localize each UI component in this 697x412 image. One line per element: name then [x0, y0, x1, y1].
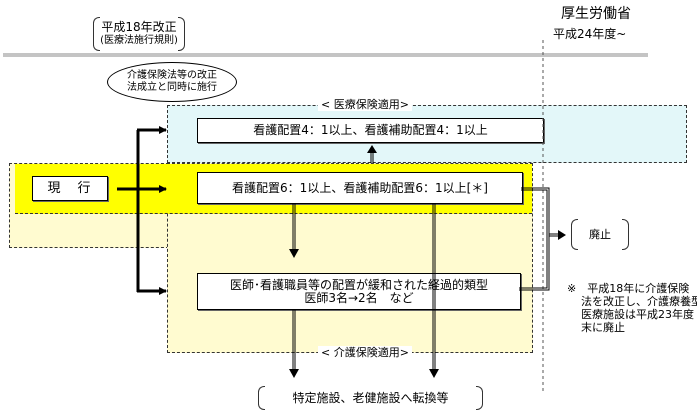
footnote-line4: 末に廃止 [581, 321, 625, 334]
transitional-type-box: 医師･看護職員等の配置が緩和された経過的類型 医師3名→2名 など [197, 273, 521, 310]
conversion-bracket: 特定施設、老健施設へ転換等 [258, 386, 483, 410]
nurse-ratio-4to1-box: 看護配置4：1以上、看護補助配置4：1以上 [197, 118, 544, 143]
footnote-line2: 法を改正し、介護療養型 [581, 295, 697, 308]
revision-bracket: 平成18年改正 (医療法施行規則) [93, 17, 185, 51]
arrow-up-to-4to1 [367, 145, 377, 163]
footnote-line3: 医療施設は平成23年度 [581, 308, 694, 321]
abolish-label: 廃止 [589, 228, 611, 241]
bracket-left [258, 386, 265, 410]
current-box: 現 行 [32, 176, 108, 201]
ministry-label: 厚生労働省 [561, 6, 631, 22]
header-divider [3, 53, 648, 57]
bracket-left [93, 17, 100, 51]
ellipse-line1: 介護保険法等の改正 [127, 70, 217, 81]
medical-insurance-label: < 医療保険適用> [318, 98, 412, 111]
care-insurance-label: < 介護保険適用> [318, 346, 412, 359]
transitional-line2: 医師3名→2名 など [304, 290, 414, 305]
footnote-line1: ※ 平成18年に介護保険 [567, 282, 690, 295]
revision-title: 平成18年改正 [101, 20, 177, 34]
nurse-ratio-6to1-box: 看護配置6：1以上、看護補助配置6：1以上[＊] [197, 172, 523, 204]
law-revision-ellipse: 介護保険法等の改正 法成立と同時に施行 [107, 62, 237, 102]
transitional-line1: 医師･看護職員等の配置が緩和された経過的類型 [229, 277, 488, 292]
arrow-to-abolish [519, 187, 566, 291]
abolish-bracket: 廃止 [571, 219, 629, 250]
arrow-6to1-to-conversion [429, 203, 439, 378]
arrow-6to1-to-transitional [289, 203, 299, 258]
conversion-label: 特定施設、老健施設へ転換等 [292, 390, 449, 405]
footnote: ※ 平成18年に介護保険 法を改正し、介護療養型 医療施設は平成23年度 末に廃… [567, 282, 697, 334]
ellipse-line2: 法成立と同時に施行 [127, 82, 217, 93]
fiscal-year-label: 平成24年度~ [553, 27, 627, 41]
arrow-transitional-to-conversion [289, 309, 299, 378]
revision-subtitle: (医療法施行規則) [100, 35, 178, 46]
bracket-left [571, 219, 578, 250]
